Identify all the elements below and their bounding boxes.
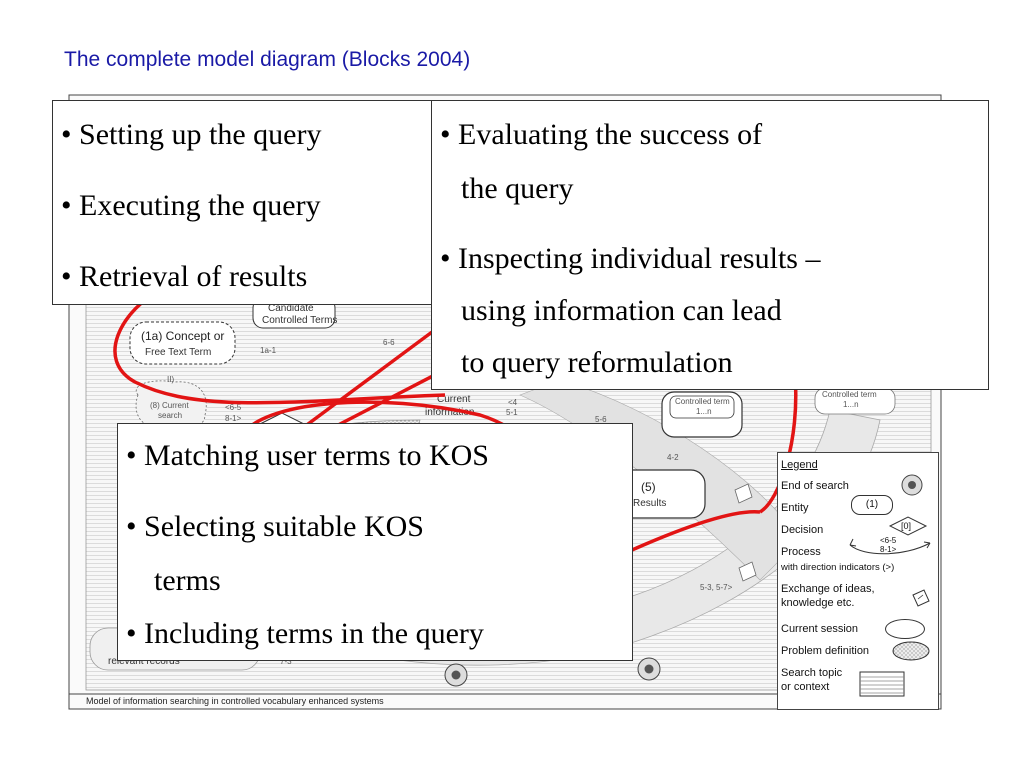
edge-1a-1: 1a-1 <box>260 346 277 355</box>
current-info-label-2: information <box>425 407 474 418</box>
current-info-label-1: Current <box>437 394 471 405</box>
legend-end-of-search: End of search <box>781 480 849 492</box>
relevant-records-label: relevant records <box>108 656 180 667</box>
decision-legend-sample: [0] <box>901 521 911 531</box>
exchange-legend-icon <box>912 589 930 607</box>
process-legend-icon: <6-5 8-1> <box>849 536 931 555</box>
candidate-terms-label-1: Candidate <box>268 303 314 314</box>
legend-search-topic-1: Search topic <box>781 667 843 679</box>
query-steps-callout: • Setting up the query • Executing the q… <box>52 100 432 305</box>
query-step-setup: • Setting up the query <box>61 118 322 151</box>
edge-4-2: 4-2 <box>667 453 679 462</box>
exchange-icon-2 <box>738 561 757 582</box>
candidate-terms-label-2: Controlled Terms <box>262 315 337 326</box>
legend-exchange-2: knowledge etc. <box>781 597 855 609</box>
controlled-term-label-1: Controlled term <box>675 397 730 406</box>
red-arrow-bottom <box>631 510 761 552</box>
evaluation-line-2: the query <box>461 172 574 205</box>
end-of-search-icon-1 <box>444 663 468 687</box>
roman-two-label: II) <box>167 375 174 384</box>
exchange-icon-1 <box>734 483 753 504</box>
kos-line-2: • Selecting suitable KOS <box>126 510 424 543</box>
edge-6-5: <6-5 <box>225 403 242 412</box>
slide-title: The complete model diagram (Blocks 2004) <box>64 48 471 71</box>
legend-decision: Decision <box>781 524 824 536</box>
controlled-term-inner <box>669 395 735 419</box>
edge-5-6: 5-6 <box>595 415 607 424</box>
controlled-term-right-label-2: 1...n <box>843 400 859 409</box>
evaluation-line-1: • Evaluating the success of <box>440 118 763 151</box>
edge-6-6: 6-6 <box>383 338 395 347</box>
end-of-search-icon-2 <box>637 657 661 681</box>
concept-node-label-1: (1a) Concept or <box>141 329 224 343</box>
decision-legend-icon: [0] <box>888 516 928 536</box>
legend-problem-definition: Problem definition <box>781 645 870 657</box>
query-step-retrieval: • Retrieval of results <box>61 260 308 293</box>
edge-8-1: 8-1> <box>225 414 242 423</box>
process-code-2: 8-1> <box>880 545 897 554</box>
edge-4: <4 <box>508 398 518 407</box>
query-step-execute: • Executing the query <box>61 189 321 222</box>
evaluation-line-4: using information can lead <box>461 294 782 327</box>
evaluation-callout: • Evaluating the success of the query • … <box>431 100 989 390</box>
results-label-1: (5) <box>641 480 656 494</box>
legend-process: Process <box>781 546 821 558</box>
concept-node-label-2: Free Text Term <box>145 347 211 358</box>
entity-legend-icon: (1) <box>851 495 893 515</box>
legend-title: Legend <box>781 459 818 471</box>
legend-entity: Entity <box>781 502 809 514</box>
current-search-label-2: search <box>158 411 182 420</box>
entity-legend-sample: (1) <box>865 499 879 510</box>
kos-line-1: • Matching user terms to KOS <box>126 439 489 472</box>
controlled-term-label-2: 1...n <box>696 407 712 416</box>
diagram-caption: Model of information searching in contro… <box>86 696 384 706</box>
edge-7-3: 7-3 <box>280 657 292 666</box>
kos-callout: • Matching user terms to KOS • Selecting… <box>117 423 633 661</box>
legend-current-session: Current session <box>781 623 859 635</box>
process-code-1: <6-5 <box>880 536 897 545</box>
evaluation-line-5: to query reformulation <box>461 346 733 379</box>
search-topic-legend-icon <box>859 671 905 697</box>
results-label-2: Results <box>633 498 666 509</box>
edge-5-1: 5-1 <box>506 408 518 417</box>
legend-direction: with direction indicators (>) <box>781 562 895 573</box>
legend-panel: Legend End of search Entity (1) Decision… <box>777 452 939 710</box>
kos-line-3: terms <box>154 564 221 597</box>
concept-node <box>129 321 236 365</box>
legend-search-topic-2: or context <box>781 681 830 693</box>
current-search-label-1: (8) Current <box>150 401 189 410</box>
kos-line-4: • Including terms in the query <box>126 617 484 650</box>
evaluation-line-3: • Inspecting individual results – <box>440 242 821 275</box>
legend-exchange-1: Exchange of ideas, <box>781 583 875 595</box>
problem-definition-legend-icon <box>892 641 930 661</box>
end-of-search-legend-icon <box>901 474 923 496</box>
current-session-legend-icon <box>885 619 925 639</box>
edge-5-3: 5-3, 5-7> <box>700 583 733 592</box>
controlled-term-right-label-1: Controlled term <box>822 390 877 399</box>
